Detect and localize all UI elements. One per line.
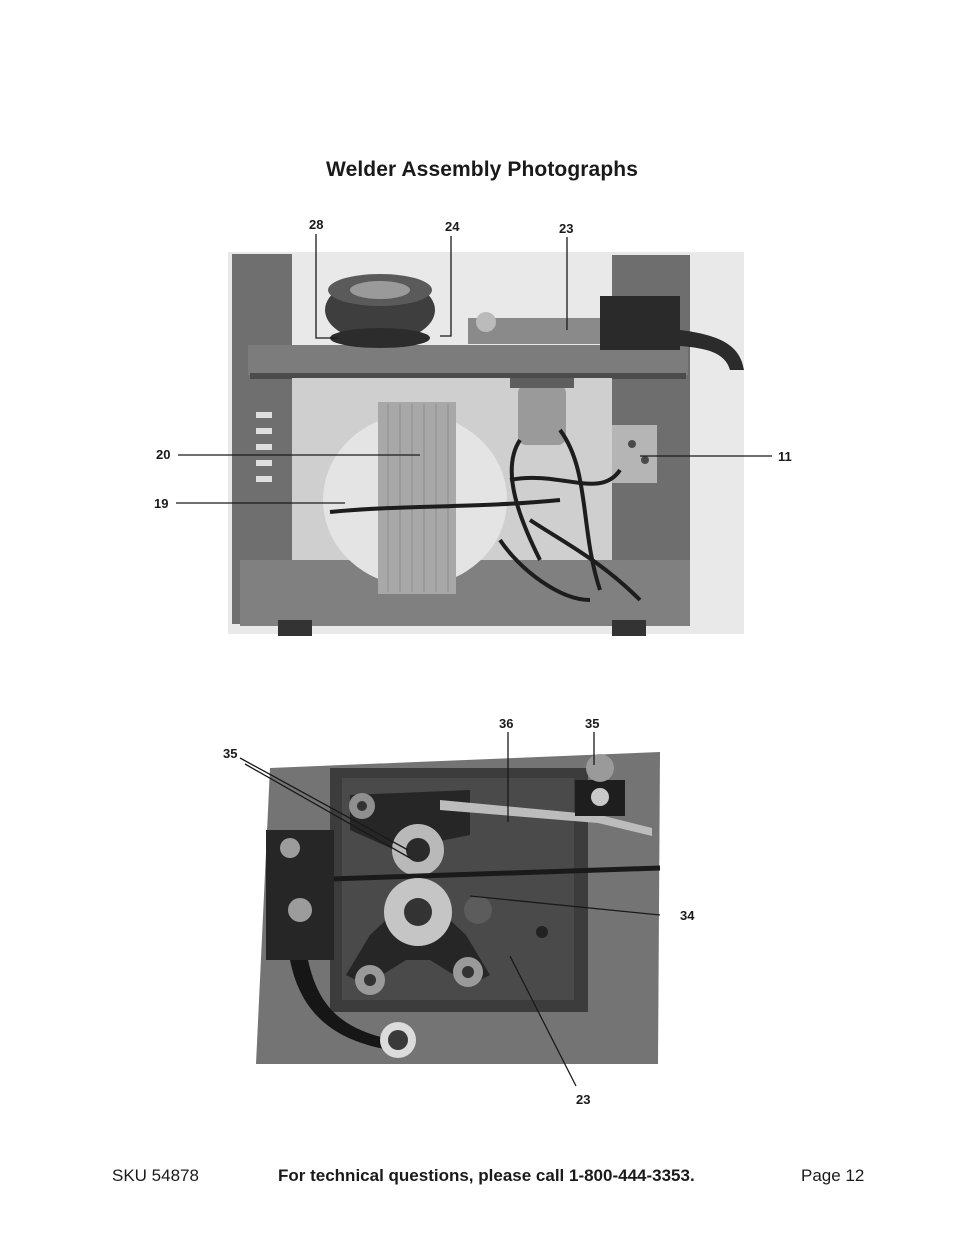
callout-23-bottom: 23 — [576, 1092, 591, 1107]
drive-motor — [518, 385, 566, 445]
page-title: Welder Assembly Photographs — [326, 158, 638, 181]
torch-connector — [600, 296, 680, 350]
callout-24: 24 — [445, 219, 460, 234]
callout-11: 11 — [778, 449, 792, 464]
photo1-leader-lines — [176, 234, 772, 504]
torch-cable — [680, 330, 744, 370]
callout-34: 34 — [680, 908, 695, 923]
photo2-leader-lines — [239, 732, 661, 1087]
footer-page-number: Page 12 — [801, 1166, 865, 1185]
callout-28: 28 — [309, 217, 324, 232]
wire-harness — [329, 428, 642, 602]
transformer-core — [378, 402, 456, 594]
welding-wire — [299, 865, 661, 883]
callout-20: 20 — [156, 447, 171, 462]
vent-slots — [256, 412, 272, 482]
callout-35-left: 35 — [223, 746, 238, 761]
callout-35-right: 35 — [585, 716, 600, 731]
footer-technical-contact: For technical questions, please call 1-8… — [278, 1166, 695, 1185]
footer-sku: SKU 54878 — [112, 1166, 199, 1185]
callout-36: 36 — [499, 716, 514, 731]
callout-23-top: 23 — [559, 221, 574, 236]
tension-arm — [440, 800, 652, 836]
inlet-guide — [266, 830, 334, 960]
callout-19: 19 — [154, 496, 169, 511]
tension-knob — [586, 754, 614, 782]
